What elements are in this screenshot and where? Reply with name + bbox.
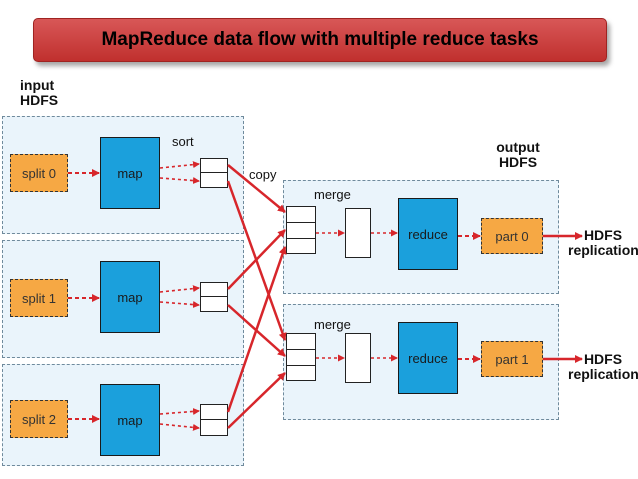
partition-cell (201, 283, 227, 297)
split-0-label: split 0 (22, 165, 56, 181)
reduce-task-1: reduce (398, 322, 458, 394)
map-to-buffer-arrow (159, 423, 200, 431)
copy-arrow (226, 246, 287, 413)
copied-partition-cell (287, 223, 315, 239)
map-output-buffer-0 (200, 158, 228, 188)
title-banner: MapReduce data flow with multiple reduce… (33, 18, 607, 62)
hdfs-replication-1-line1: HDFS (583, 351, 623, 367)
map-task-0: map (100, 137, 160, 209)
map-task-2-label: map (117, 412, 143, 428)
output-label: output HDFS (478, 140, 558, 170)
input-label-line2: HDFS (20, 92, 59, 108)
map-output-buffer-1 (200, 282, 228, 312)
merged-file-1 (345, 333, 371, 383)
partition-cell (201, 405, 227, 420)
hdfs-replication-label-0: HDFS replication (568, 228, 638, 258)
map-to-buffer-arrow (159, 177, 200, 185)
merge-label-0: merge (314, 187, 351, 202)
output-label-line2: HDFS (498, 154, 538, 170)
merged-file-0 (345, 208, 371, 258)
partition-cell (201, 159, 227, 173)
copied-partition-cell (287, 350, 315, 366)
diagram-title: MapReduce data flow with multiple reduce… (101, 29, 539, 50)
hdfs-replication-0-line2: replication (568, 242, 638, 258)
output-label-line1: output (496, 139, 540, 155)
output-part-0: part 0 (481, 218, 543, 254)
map-to-buffer-arrow (159, 285, 200, 293)
split-1-label: split 1 (22, 290, 56, 306)
copy-arrow (227, 372, 286, 429)
map-to-buffer-arrow (159, 407, 200, 415)
split-2: split 2 (10, 400, 68, 438)
output-part-1: part 1 (481, 341, 543, 377)
reduce-input-stack-0 (286, 206, 316, 254)
output-part-1-label: part 1 (495, 351, 529, 367)
copy-arrow (227, 229, 286, 290)
hdfs-replication-1-line2: replication (568, 366, 638, 382)
split-1: split 1 (10, 279, 68, 317)
merge-label-1: merge (314, 317, 351, 332)
map-task-0-label: map (117, 165, 143, 181)
reduce-task-0-label: reduce (408, 226, 448, 242)
output-part-0-label: part 0 (495, 228, 529, 244)
map-output-buffer-2 (200, 404, 228, 436)
reduce-task-0: reduce (398, 198, 458, 270)
copy-arrow (227, 164, 286, 213)
split-2-label: split 2 (22, 411, 56, 427)
map-task-1: map (100, 261, 160, 333)
map-task-1-label: map (117, 289, 143, 305)
input-label-line1: input (20, 77, 55, 93)
hdfs-replication-0-line1: HDFS (583, 227, 623, 243)
reduce-input-stack-1 (286, 333, 316, 381)
map-task-2: map (100, 384, 160, 456)
copied-partition-cell (287, 207, 315, 223)
copy-label: copy (249, 167, 277, 182)
map-to-buffer-arrow (159, 161, 200, 169)
copied-partition-cell (287, 334, 315, 350)
split-0: split 0 (10, 154, 68, 192)
sort-label: sort (172, 134, 194, 149)
map-to-buffer-arrow (159, 301, 200, 309)
input-label: input HDFS (20, 78, 58, 108)
hdfs-replication-label-1: HDFS replication (568, 352, 638, 382)
reduce-task-1-label: reduce (408, 350, 448, 366)
